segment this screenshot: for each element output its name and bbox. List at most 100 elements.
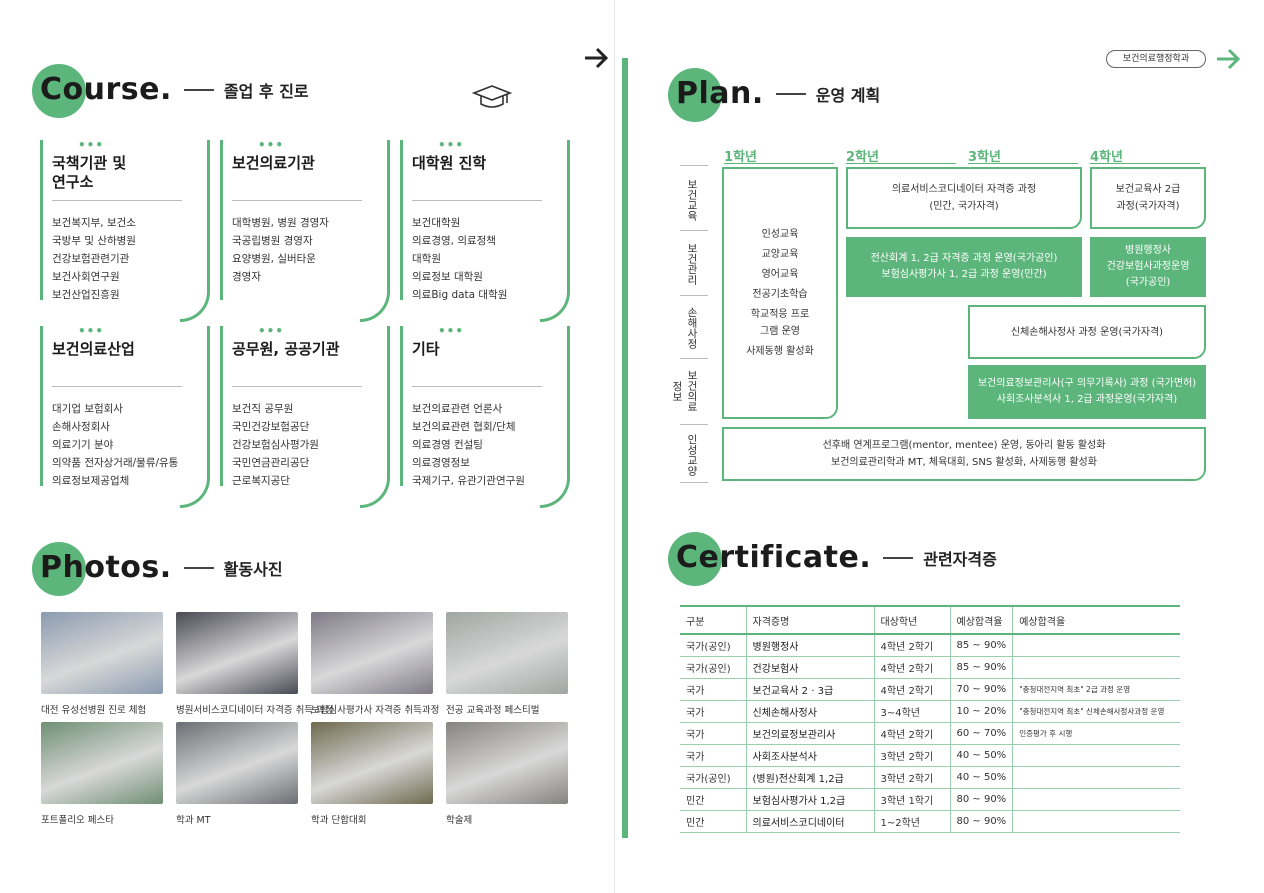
heading-dash (883, 556, 914, 559)
card-item: 경영자 (232, 271, 261, 283)
photo-caption: 전공 교육과정 페스티벌 (446, 705, 540, 716)
table-cell: 국가 (680, 722, 746, 745)
activity-photo (176, 612, 298, 694)
card-item: 국민건강보험공단 (232, 421, 310, 433)
center-green-bar (622, 58, 628, 838)
card-title: 대학원 진학 (412, 154, 487, 172)
photos-circle (32, 542, 86, 596)
first-year-item: 교양교육 (761, 249, 799, 260)
card-title: 보건의료산업 (52, 340, 135, 358)
table-cell: "충청대전지역 최초" 2급 과정 운영 (1012, 678, 1180, 701)
card-rule (40, 326, 43, 487)
damage-assessor-box: 신체손해사정사 과정 운영(국가자격) (968, 305, 1206, 359)
card-bracket (540, 140, 570, 322)
card-item: 대학원 (412, 253, 441, 265)
card-item: 의료Big data 대학원 (412, 289, 508, 301)
card-separator (232, 200, 362, 201)
table-cell: 70 ~ 90% (949, 678, 1013, 701)
first-year-item: 전공기초학습 (752, 289, 808, 300)
table-cell: 국가 (680, 744, 746, 767)
card-item: 대학병원, 병원 경영자 (232, 217, 329, 229)
table-cell: "충청대전지역 최초" 신체손해사정사과정 운영 (1012, 700, 1180, 723)
health-record-box: 보건의료정보관리사(구 의무기록사) 과정 (국가면허) 사회조사분석사 1, … (968, 365, 1206, 419)
table-cell: 민간 (680, 788, 746, 811)
photo-caption: 학술제 (446, 815, 473, 826)
row-label-damage: 손해사정 (686, 306, 698, 349)
card-item: 건강보험관련기관 (52, 253, 130, 265)
year-4-label: 4학년 (1090, 150, 1123, 165)
header-cell: 구분 (680, 605, 746, 635)
hospital-admin-box: 병원행정사 건강보험사과정운영 (국가공인) (1090, 237, 1206, 297)
card-rule (400, 140, 403, 301)
table-cell: 3학년 2학기 (873, 766, 950, 789)
card-item: 의료경영 컨설팅 (412, 439, 483, 451)
plan-circle (668, 68, 722, 122)
card-item: 대기업 보험회사 (52, 403, 123, 415)
table-cell: 85 ~ 90% (949, 656, 1013, 679)
table-cell (1012, 656, 1180, 679)
table-cell: 민간 (680, 810, 746, 833)
certificate-subtitle: 관련자격증 (923, 549, 997, 569)
first-year-item: 사제동행 활성화 (746, 346, 814, 357)
heading-dash (183, 88, 214, 91)
table-cell: 3학년 1학기 (873, 788, 950, 811)
card-item: 의료정보 대학원 (412, 271, 483, 283)
row-divider (680, 165, 708, 166)
table-cell: 보건교육사 2 · 3급 (745, 678, 874, 701)
card-rule (400, 326, 403, 487)
card-dots: ••• (258, 138, 285, 152)
table-cell (1012, 744, 1180, 767)
card-item: 손해사정회사 (52, 421, 110, 433)
table-header-row: 구분 자격증명 대상학년 예상합격율 예상합격율 (680, 605, 1180, 635)
row-label-character: 인성교양 (686, 434, 698, 476)
photo-caption: 병원서비스코디네이터 자격증 취득 과정 (176, 705, 334, 716)
card-item: 건강보험심사평가원 (232, 439, 319, 451)
arrow-right-icon (582, 44, 610, 76)
photo-caption: 포트폴리오 페스타 (41, 815, 114, 826)
header-cell: 대상학년 (873, 605, 950, 635)
table-cell: 3~4학년 (873, 700, 950, 723)
plan-subtitle: 운영 계획 (815, 85, 881, 105)
year-2-label: 2학년 (846, 150, 879, 165)
table-cell: 의료서비스코디네이터 (745, 810, 874, 833)
year-4-line (1090, 163, 1200, 164)
card-rule (220, 140, 223, 301)
heading-dash (775, 92, 806, 95)
certificate-circle (668, 532, 722, 586)
card-item: 요양병원, 실버타운 (232, 253, 316, 265)
character-education-box: 선후배 연계프로그램(mentor, mentee) 운영, 동아리 활동 활성… (722, 427, 1206, 481)
card-title: 기타 (412, 340, 440, 358)
accounting-box: 전산회계 1, 2급 자격증 과정 운영(국가공인) 보험심사평가사 1, 2급… (846, 237, 1082, 297)
card-item: 의료경영정보 (412, 457, 470, 469)
heading-dash (183, 566, 214, 569)
card-separator (52, 386, 182, 387)
year-2-line (846, 163, 956, 164)
table-cell: 국가 (680, 678, 746, 701)
year-3-label: 3학년 (968, 150, 1001, 165)
row-label-health-mgmt: 보건관리 (686, 242, 698, 285)
row-divider (680, 230, 708, 231)
activity-photo (176, 722, 298, 804)
card-item: 보건대학원 (412, 217, 461, 229)
card-bracket (360, 326, 390, 508)
table-cell: 40 ~ 50% (949, 744, 1013, 767)
photos-word: Photos. (40, 550, 172, 585)
table-cell: 사회조사분석사 (745, 744, 874, 767)
table-cell: 신체손해사정사 (745, 700, 874, 723)
card-dots: ••• (78, 324, 105, 338)
card-dots: ••• (438, 324, 465, 338)
row-label-health-edu: 보건교육 (686, 178, 698, 221)
card-bracket (180, 140, 210, 322)
first-year-item: 학교적응 프로 그램 운영 (750, 309, 810, 337)
table-cell (1012, 810, 1180, 833)
